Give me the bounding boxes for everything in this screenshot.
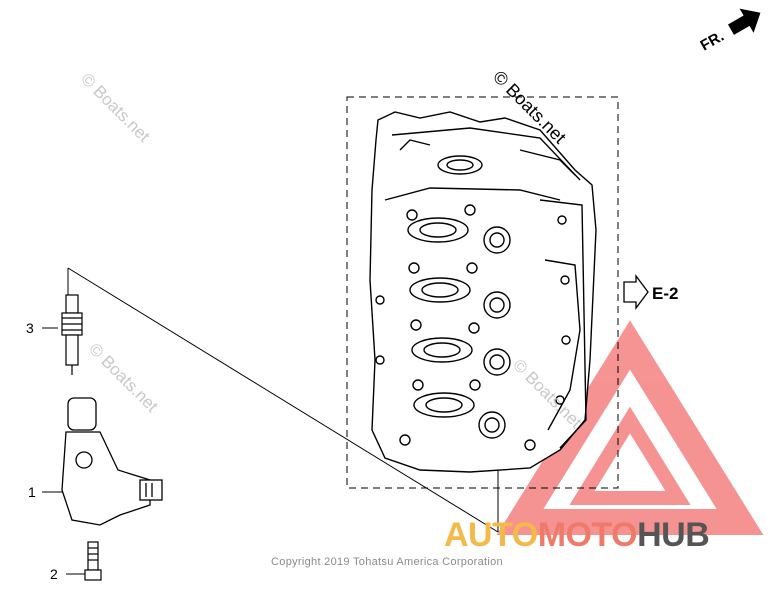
logo-part-auto: AUTO — [444, 516, 538, 554]
callout-3: 3 — [26, 320, 34, 336]
watermark: © Boats.net — [77, 69, 154, 146]
bolt — [84, 541, 102, 581]
watermark: © Boats.net — [85, 339, 162, 416]
site-logo: AUTOMOTOHUB — [444, 516, 710, 555]
front-label: FR. — [698, 28, 727, 55]
bolt-bosses — [375, 204, 571, 451]
callout-1: 1 — [28, 484, 36, 500]
outline-arrow-icon — [623, 274, 649, 310]
logo-part-moto: MOTO — [537, 516, 638, 554]
front-indicator: FR. — [698, 8, 761, 55]
callout-2: 2 — [50, 566, 58, 582]
section-reference: E-2 — [652, 284, 678, 303]
copyright-text: Copyright 2019 Tohatsu America Corporati… — [271, 556, 503, 568]
exhaust-ports — [478, 226, 511, 439]
cylinder-head — [369, 111, 597, 473]
cylinder-head-boundary — [346, 96, 619, 489]
ignition-coil — [61, 397, 163, 526]
logo-triangle — [496, 320, 764, 535]
arrow-icon — [728, 8, 761, 35]
logo-part-hub: HUB — [637, 516, 710, 554]
intake-ports — [407, 155, 483, 418]
spark-plug — [61, 294, 83, 375]
